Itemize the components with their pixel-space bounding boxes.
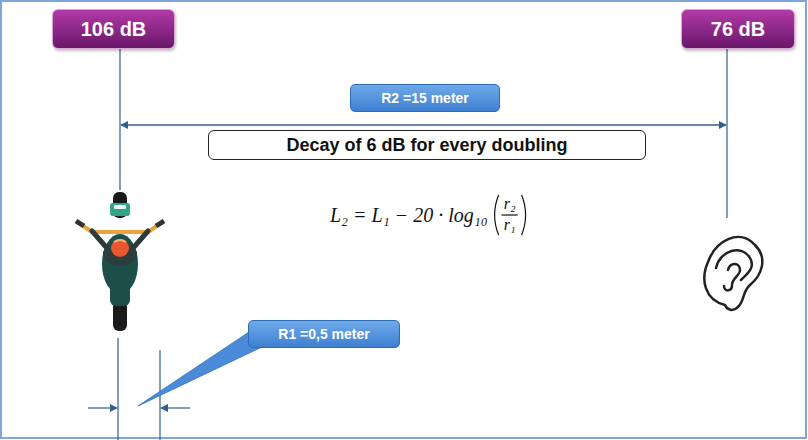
ear-canal xyxy=(724,264,740,290)
distance-label-box: R2 =15 meter xyxy=(350,84,500,112)
helmet-visor xyxy=(114,240,126,242)
seat xyxy=(110,284,130,306)
receiver-line xyxy=(726,49,727,218)
level-badge: 76 dB xyxy=(681,9,795,49)
open-parenthesis xyxy=(495,195,499,235)
box-text: Decay of 6 dB for every doubling xyxy=(286,135,567,156)
grip xyxy=(156,221,164,226)
formula-text: L₂ = L₁ − 20 · log₁₀ xyxy=(330,204,488,227)
rule-box: Decay of 6 dB for every doubling xyxy=(208,130,646,160)
close-parenthesis xyxy=(522,195,526,235)
dimension-arrow xyxy=(161,407,190,408)
source-line xyxy=(119,49,120,190)
grip xyxy=(76,221,84,226)
box-text: 76 dB xyxy=(711,18,765,41)
ear-outline xyxy=(704,237,762,310)
fraction-bar xyxy=(502,214,518,215)
box-text: R2 =15 meter xyxy=(381,90,469,106)
dimension-arrow xyxy=(88,407,117,408)
handlebar xyxy=(76,221,164,232)
front-fairing xyxy=(110,203,130,216)
level-badge: 106 dB xyxy=(52,9,175,49)
headlight xyxy=(114,205,126,209)
distance-label-box: R1 =0,5 meter xyxy=(248,320,400,348)
dimension-line xyxy=(117,338,118,440)
rider-arm xyxy=(92,231,106,247)
motorcycle-icon xyxy=(76,192,164,331)
callout-pointer xyxy=(138,330,264,406)
box-text: R1 =0,5 meter xyxy=(278,326,369,342)
distance-arrow xyxy=(121,124,726,125)
helmet xyxy=(111,239,129,257)
box-text: 106 dB xyxy=(81,18,147,41)
rider-arm xyxy=(134,231,148,247)
formula-denominator: r₁ xyxy=(504,216,516,234)
formula-numerator: r₂ xyxy=(504,195,516,213)
ear-icon xyxy=(704,237,762,310)
